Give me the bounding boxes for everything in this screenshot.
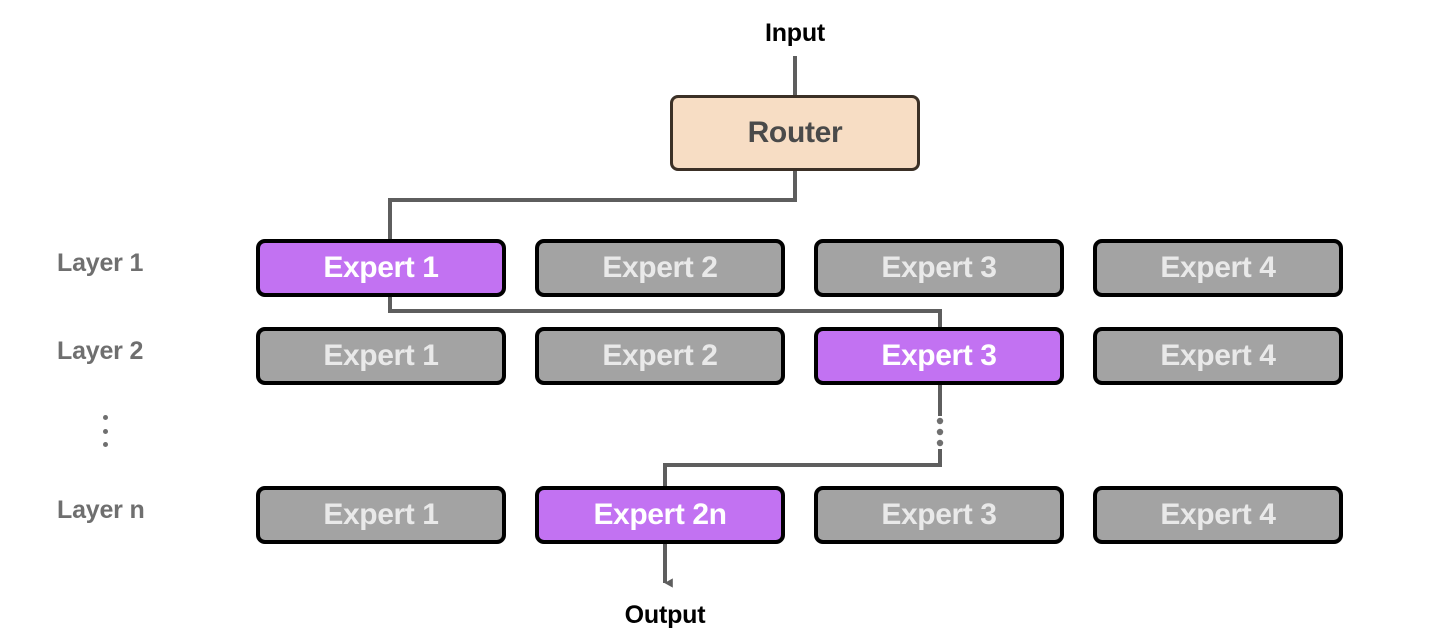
layer1-expert-2[interactable]: Expert 2 bbox=[535, 239, 785, 297]
layer2-expert-3-label: Expert 3 bbox=[881, 339, 997, 372]
wire-skipped-layers-to-layern-expert2n bbox=[663, 449, 942, 488]
layer2-expert-3[interactable]: Expert 3 bbox=[814, 327, 1064, 385]
layern-expert-2n[interactable]: Expert 2n bbox=[535, 486, 785, 544]
layern-expert-2n-label: Expert 2n bbox=[593, 498, 727, 531]
input-label: Input bbox=[764, 19, 826, 47]
layer2-expert-2[interactable]: Expert 2 bbox=[535, 327, 785, 385]
layern-expert-4[interactable]: Expert 4 bbox=[1093, 486, 1343, 544]
layern-expert-1-label: Expert 1 bbox=[323, 498, 439, 531]
output-label: Output bbox=[624, 601, 706, 629]
layer2-expert-4[interactable]: Expert 4 bbox=[1093, 327, 1343, 385]
wire-router-to-layer1-expert1 bbox=[388, 169, 797, 241]
layer2-expert-1-label: Expert 1 bbox=[323, 339, 439, 372]
layer-label-layer-1: Layer 1 bbox=[57, 249, 144, 277]
layer-label-layer-n: Layer n bbox=[57, 496, 145, 524]
layern-expert-1[interactable]: Expert 1 bbox=[256, 486, 506, 544]
layer1-expert-1-label: Expert 1 bbox=[323, 251, 439, 284]
layer2-expert-4-label: Expert 4 bbox=[1160, 339, 1276, 372]
layer2-expert-2-label: Expert 2 bbox=[602, 339, 718, 372]
router-box[interactable]: Router bbox=[670, 95, 920, 171]
wire-skipped-layers-dots bbox=[936, 417, 944, 447]
layer1-expert-1[interactable]: Expert 1 bbox=[256, 239, 506, 297]
layer-ellipsis-icon bbox=[103, 415, 108, 447]
layer1-expert-2-label: Expert 2 bbox=[602, 251, 718, 284]
layer1-expert-4[interactable]: Expert 4 bbox=[1093, 239, 1343, 297]
layern-expert-4-label: Expert 4 bbox=[1160, 498, 1276, 531]
layern-expert-3-label: Expert 3 bbox=[881, 498, 997, 531]
layer1-expert-3-label: Expert 3 bbox=[881, 251, 997, 284]
layer1-expert-4-label: Expert 4 bbox=[1160, 251, 1276, 284]
layer-label-layer-2: Layer 2 bbox=[57, 337, 144, 365]
layer1-expert-3[interactable]: Expert 3 bbox=[814, 239, 1064, 297]
layern-expert-3[interactable]: Expert 3 bbox=[814, 486, 1064, 544]
router-label: Router bbox=[747, 116, 843, 149]
wire-layer1-expert1-to-layer2-expert3 bbox=[388, 293, 942, 329]
layer2-expert-1[interactable]: Expert 1 bbox=[256, 327, 506, 385]
